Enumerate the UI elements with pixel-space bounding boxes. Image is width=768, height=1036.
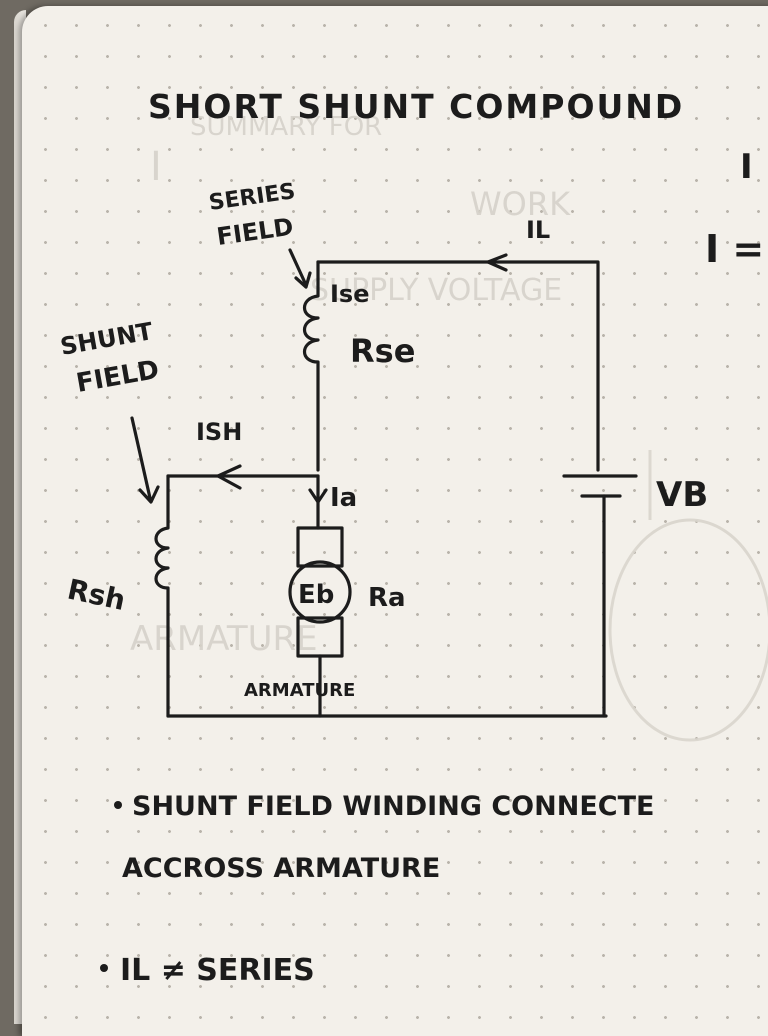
ia-label: Ia bbox=[330, 483, 357, 513]
note1-bullet bbox=[114, 801, 122, 809]
shunt-field-label-line1: SHUNT bbox=[58, 317, 155, 361]
shunt-field-arrow bbox=[130, 416, 160, 504]
ise-label: Ise bbox=[330, 280, 370, 308]
svg-text:SUMMARY FOR: SUMMARY FOR bbox=[190, 112, 382, 142]
rsh-label: Rsh bbox=[65, 573, 129, 617]
svg-text:ARMATURE: ARMATURE bbox=[130, 619, 318, 659]
armature-label: ARMATURE bbox=[244, 680, 355, 701]
shunt-field-label-line2: FIELD bbox=[74, 355, 161, 399]
il-label: IL bbox=[526, 216, 550, 244]
edge-symbol-top: I bbox=[740, 147, 753, 187]
ra-label: Ra bbox=[368, 583, 406, 613]
armature-brush-top bbox=[296, 526, 344, 568]
note2-bullet bbox=[100, 964, 108, 972]
note2-text: IL ≠ SERIES bbox=[120, 953, 315, 988]
svg-text:SUPPLY VOLTAGE: SUPPLY VOLTAGE bbox=[310, 273, 562, 308]
ish-arrow bbox=[216, 464, 242, 490]
note1-line1: SHUNT FIELD WINDING CONNECTE bbox=[132, 791, 654, 822]
series-field-label-line2: FIELD bbox=[215, 213, 295, 251]
rse-label: Rse bbox=[350, 332, 415, 370]
series-field-label-line1: SERIES bbox=[207, 179, 297, 216]
note1-line2: ACCROSS ARMATURE bbox=[122, 853, 440, 884]
armature-circle bbox=[288, 560, 352, 624]
top-wire bbox=[316, 260, 600, 472]
battery-plates bbox=[562, 474, 638, 498]
notebook-page bbox=[22, 6, 768, 1036]
shunt-winding bbox=[154, 474, 170, 718]
ia-arrow bbox=[308, 488, 328, 504]
svg-text:I: I bbox=[150, 144, 162, 190]
series-field-arrow bbox=[288, 248, 312, 289]
bleed-through: SUMMARY FOR I WORK SUPPLY VOLTAGE ARMATU… bbox=[130, 112, 768, 742]
edge-symbol-mid: I = bbox=[705, 227, 764, 271]
page-title: SHORT SHUNT COMPOUND bbox=[148, 87, 684, 126]
il-arrow bbox=[486, 253, 508, 272]
vb-label: VB bbox=[656, 475, 708, 515]
series-winding bbox=[302, 260, 320, 472]
ish-label: ISH bbox=[196, 418, 242, 446]
svg-text:WORK: WORK bbox=[470, 185, 571, 223]
eb-label: Eb bbox=[298, 580, 334, 610]
